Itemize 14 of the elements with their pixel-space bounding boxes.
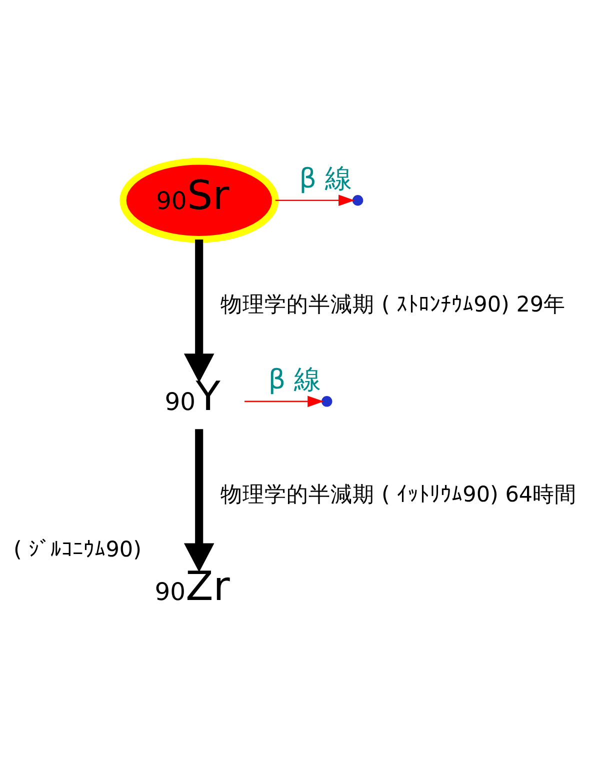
- node-label: β 線: [268, 364, 322, 396]
- node-circle: [352, 194, 364, 206]
- arrow: [244, 395, 324, 407]
- node-text: 90Y: [164, 372, 220, 420]
- arrow: [184, 239, 214, 382]
- arrow: [184, 428, 214, 572]
- edge-label: 物理学的半減期 ( ｽﾄﾛﾝﾁｳﾑ90) 29年: [220, 292, 566, 318]
- edge-label: 物理学的半減期 ( ｲｯﾄﾘｳﾑ90) 64時間: [220, 482, 577, 507]
- node-circle: [321, 396, 332, 406]
- node-label: ( ｼﾞﾙｺﾆｳﾑ90): [14, 536, 142, 562]
- node-label: β 線: [299, 163, 352, 194]
- node-text: 90Zr: [154, 562, 230, 610]
- node-ellipse: 90Sr: [120, 158, 279, 242]
- arrow: [275, 194, 355, 206]
